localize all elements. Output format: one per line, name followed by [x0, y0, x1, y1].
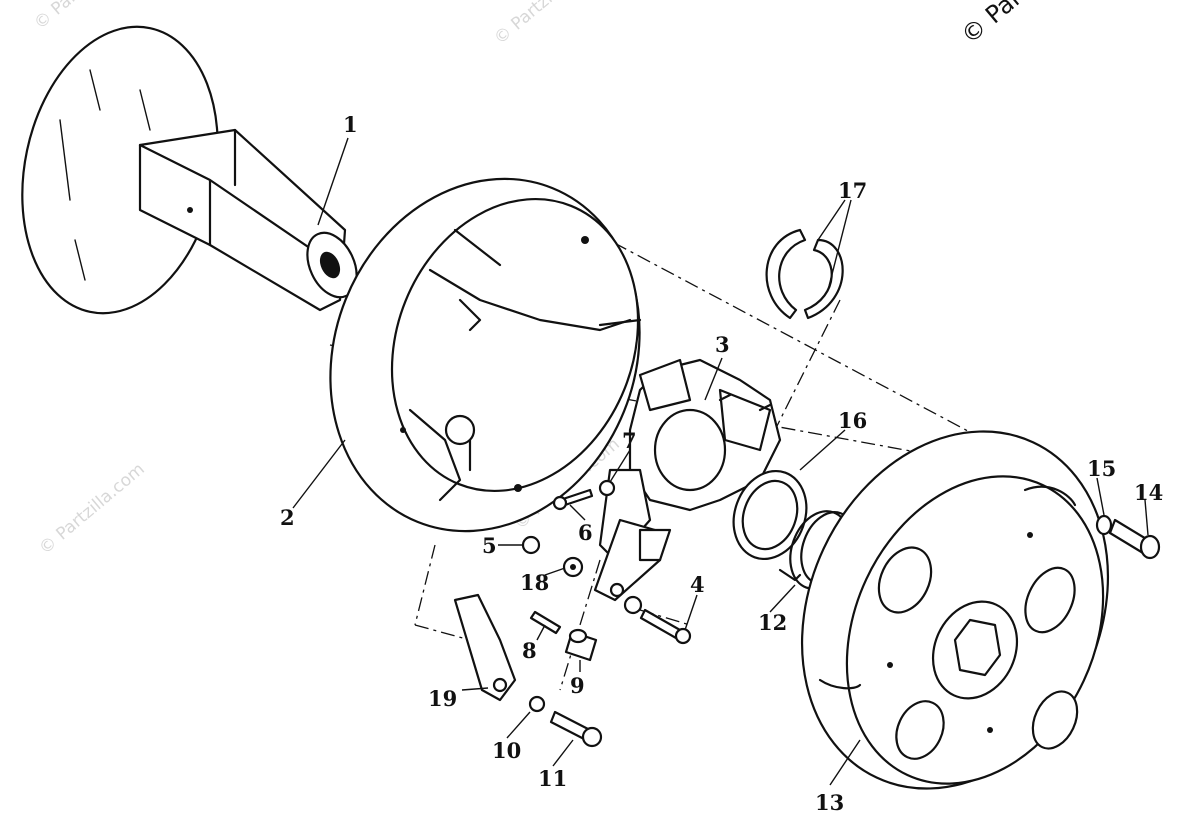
part-5-nut [521, 535, 541, 555]
part-3-spider-assembly [593, 358, 782, 602]
callout-10: 10 [492, 738, 521, 763]
watermark: © Partzilla.com [35, 459, 148, 559]
part-13-drive-drum [800, 430, 1110, 790]
callout-18: 18 [520, 570, 549, 595]
part-15-washer [1095, 514, 1113, 536]
callout-12: 12 [758, 610, 787, 635]
part-8-pin [529, 610, 562, 635]
part-14-bolt [1108, 518, 1161, 560]
watermark-corner: © Par [956, 0, 1027, 50]
leader-lines [292, 137, 1149, 786]
part-10-washer [528, 695, 546, 713]
callout-15: 15 [1087, 456, 1116, 481]
callout-1: 1 [343, 112, 358, 137]
callout-6: 6 [578, 520, 593, 545]
callout-7: 7 [622, 428, 637, 453]
small-hardware [453, 479, 692, 748]
callout-3: 3 [715, 332, 730, 357]
callout-9: 9 [570, 673, 585, 698]
callout-8: 8 [522, 638, 537, 663]
callout-17: 17 [838, 178, 867, 203]
part-7-nut [598, 479, 616, 497]
callout-4: 4 [690, 572, 705, 597]
callout-labels: 1 2 3 4 5 6 7 8 9 10 11 12 13 14 15 16 1… [280, 112, 1163, 815]
callout-19: 19 [428, 686, 457, 711]
part-2-drum-cover [329, 177, 642, 533]
callout-5: 5 [482, 533, 497, 558]
part-1-sheave-and-shaft [21, 25, 358, 315]
callout-14: 14 [1134, 480, 1163, 505]
callout-13: 13 [815, 790, 844, 815]
part-4-bolt [639, 608, 682, 640]
part-16-sleeve [732, 469, 808, 561]
part-17-retaining-ring [765, 228, 844, 320]
callout-16: 16 [838, 408, 867, 433]
callout-11: 11 [538, 766, 567, 791]
part-4-washer [609, 582, 625, 598]
watermark: © Partzilla.com [490, 0, 603, 49]
part-19-arm [453, 593, 517, 702]
callout-2: 2 [280, 505, 295, 530]
